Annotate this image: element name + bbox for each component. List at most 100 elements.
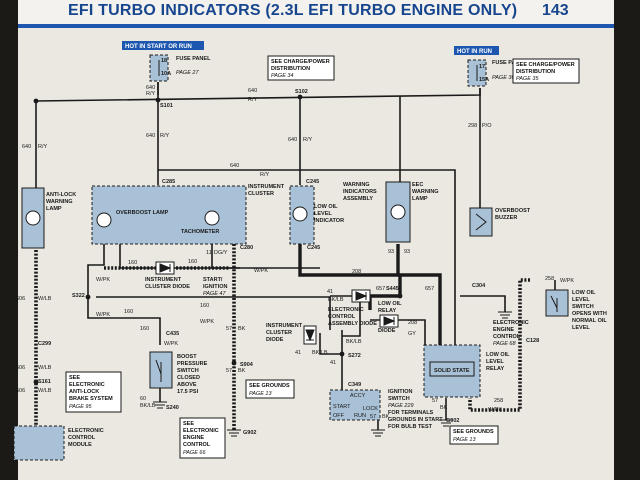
ref-eec-1: SEE ELECTRONIC ENGINE CONTROL PAGE 66 <box>179 417 226 459</box>
electronic-control-module: ELECTRONIC CONTROL MODULE <box>13 425 104 461</box>
svg-text:LOW OIL: LOW OIL <box>378 301 402 307</box>
svg-text:NORMAL OIL: NORMAL OIL <box>572 318 607 324</box>
svg-text:BK: BK <box>382 414 390 420</box>
ref-eec-2: ELECTRONIC ENGINE CONTROL PAGE 68 <box>493 320 529 347</box>
svg-text:57: 57 <box>226 326 232 332</box>
svg-text:GY: GY <box>408 331 416 337</box>
oil-switch-icon <box>550 295 558 312</box>
svg-text:R/Y: R/Y <box>260 172 270 178</box>
ground-boost-icon <box>153 401 167 409</box>
svg-text:LOCK: LOCK <box>363 406 378 412</box>
eec-warning-lamp: EEC WARNING LAMP <box>385 181 439 243</box>
svg-text:DISTRIBUTION: DISTRIBUTION <box>271 66 310 72</box>
label-g902b: G902 <box>446 418 459 424</box>
wire-657 <box>368 276 402 310</box>
splices <box>33 94 403 385</box>
label-c285: C285 <box>162 179 175 185</box>
diode-icon <box>159 263 172 273</box>
svg-text:CLUSTER: CLUSTER <box>248 191 274 197</box>
svg-text:606: 606 <box>16 388 25 394</box>
svg-text:60: 60 <box>140 396 146 402</box>
svg-text:PAGE 47: PAGE 47 <box>203 291 226 297</box>
svg-text:START: START <box>333 404 351 410</box>
svg-text:WARNING: WARNING <box>412 189 439 195</box>
low-oil-lamp-icon <box>292 206 308 222</box>
label-c128: C128 <box>526 338 539 344</box>
splice-s445 <box>397 293 403 299</box>
svg-text:RUN: RUN <box>354 413 366 419</box>
svg-text:EEC: EEC <box>412 182 423 188</box>
svg-text:BK/LB: BK/LB <box>140 403 156 409</box>
lamp-icon <box>25 210 41 226</box>
svg-text:FOR BULB TEST: FOR BULB TEST <box>388 424 433 430</box>
instrument-cluster-diode-vertical: INSTRUMENT CLUSTER DIODE <box>266 323 317 345</box>
svg-text:93: 93 <box>404 249 410 255</box>
svg-text:W/LB: W/LB <box>38 388 52 394</box>
fuse-right-title: FUSE PANEL <box>492 60 527 66</box>
svg-text:258: 258 <box>545 276 554 282</box>
label-s240: S240 <box>166 405 179 411</box>
svg-text:INSTRUMENT: INSTRUMENT <box>266 323 303 329</box>
label-s101: S101 <box>160 103 173 109</box>
svg-text:DISTRIBUTION: DISTRIBUTION <box>516 69 555 75</box>
svg-text:PAGE 95: PAGE 95 <box>69 404 92 410</box>
page-title: EFI TURBO INDICATORS (2.3L EFI TURBO ENG… <box>68 2 518 19</box>
svg-text:41: 41 <box>295 350 301 356</box>
svg-text:W/PK: W/PK <box>254 268 268 274</box>
svg-text:W/PK: W/PK <box>200 319 214 325</box>
svg-text:W/PK: W/PK <box>560 278 574 284</box>
svg-text:R/Y: R/Y <box>38 144 48 150</box>
svg-text:R/Y: R/Y <box>248 97 258 103</box>
svg-text:PAGE 35: PAGE 35 <box>516 76 539 82</box>
wire-41-a <box>330 295 361 337</box>
hot-in-start-run-label: HOT IN START OR RUN <box>122 41 204 50</box>
ref-charge-power-1: SEE CHARGE/POWER DISTRIBUTION PAGE 34 <box>267 55 335 81</box>
svg-text:57: 57 <box>370 414 376 420</box>
wire-640-bus-top <box>35 82 481 102</box>
fuse-left-page: PAGE 27 <box>176 70 199 76</box>
label-g902: G902 <box>243 430 256 436</box>
label-s161: S161 <box>38 379 51 385</box>
diode-icon-2 <box>355 291 368 301</box>
svg-text:BOOST: BOOST <box>177 354 197 360</box>
svg-text:160: 160 <box>140 326 149 332</box>
wire-labels: 640 R/Y 640 R/Y 640 R/Y 640 R/Y 640 R/Y … <box>16 85 574 420</box>
page-header: EFI TURBO INDICATORS (2.3L EFI TURBO ENG… <box>18 0 614 26</box>
svg-text:CONTROL: CONTROL <box>183 442 211 448</box>
svg-text:SWITCH: SWITCH <box>388 396 410 402</box>
splice-s101 <box>155 97 161 103</box>
svg-text:ANTI-LOCK: ANTI-LOCK <box>69 389 99 395</box>
svg-text:640: 640 <box>146 133 155 139</box>
page-number: 143 <box>542 2 569 19</box>
wire-41-b <box>319 333 342 355</box>
svg-text:606: 606 <box>16 365 25 371</box>
svg-text:DG/Y: DG/Y <box>214 250 228 256</box>
svg-text:ENGINE: ENGINE <box>493 327 514 333</box>
fuse-panel-right: 17 15A FUSE PANEL PAGE 30 <box>467 59 527 87</box>
hot-run-text: HOT IN RUN <box>457 49 492 55</box>
svg-text:ELECTRONIC: ELECTRONIC <box>69 382 105 388</box>
svg-text:OVERBOOST: OVERBOOST <box>495 208 531 214</box>
svg-text:P/O: P/O <box>482 123 492 129</box>
low-oil-level-switch: LOW OIL LEVEL SWITCH OPENS WITH NORMAL O… <box>545 289 607 331</box>
svg-text:640: 640 <box>22 144 31 150</box>
overboost-lamp-icon <box>96 212 112 228</box>
splice-s161 <box>33 379 39 385</box>
svg-text:160: 160 <box>200 303 209 309</box>
switch-icon <box>155 359 162 382</box>
svg-text:RELAY: RELAY <box>486 366 504 372</box>
ref-grounds-1: SEE GROUNDS PAGE 13 <box>245 379 295 399</box>
svg-text:LAMP: LAMP <box>46 206 62 212</box>
svg-text:BK: BK <box>440 405 448 411</box>
splice-s322 <box>85 294 91 300</box>
instrument-cluster-diode: INSTRUMENT CLUSTER DIODE <box>145 261 190 290</box>
svg-text:SEE GROUNDS: SEE GROUNDS <box>249 383 290 389</box>
svg-text:PAGE 13: PAGE 13 <box>249 391 272 397</box>
overboost-buzzer: OVERBOOST BUZZER <box>469 207 531 237</box>
svg-text:BK: BK <box>238 368 246 374</box>
svg-text:DIODE: DIODE <box>266 337 284 343</box>
svg-text:INSTRUMENT: INSTRUMENT <box>248 184 285 190</box>
diode-icon-3 <box>383 316 396 326</box>
